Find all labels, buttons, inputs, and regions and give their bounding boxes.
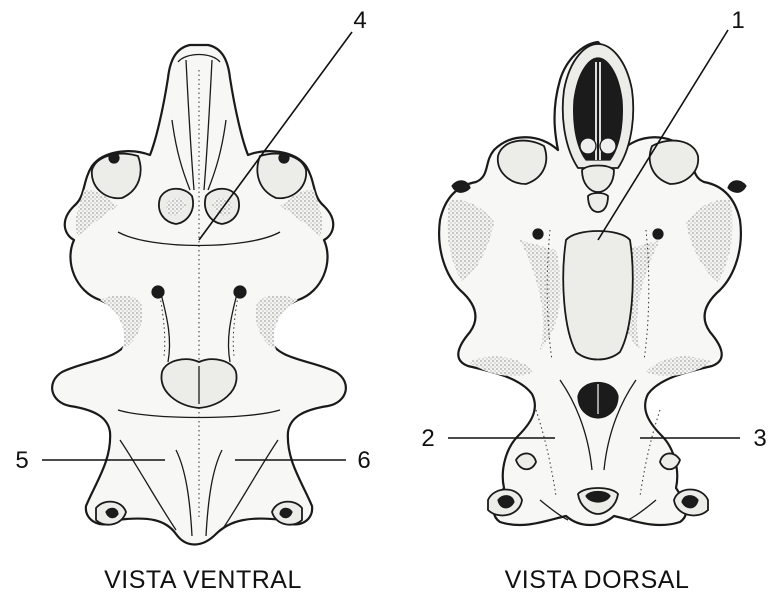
caption-ventral: VISTA VENTRAL bbox=[104, 566, 302, 594]
label-4: 4 bbox=[353, 7, 366, 34]
label-2: 2 bbox=[421, 425, 434, 452]
captions: VISTA VENTRAL VISTA DORSAL bbox=[104, 566, 689, 594]
label-6: 6 bbox=[357, 447, 370, 474]
label-1: 1 bbox=[731, 7, 744, 34]
ventral-view-drawing bbox=[52, 45, 346, 545]
dorsal-view-drawing bbox=[439, 42, 746, 525]
caption-dorsal: VISTA DORSAL bbox=[505, 566, 690, 594]
label-5: 5 bbox=[15, 447, 28, 474]
label-3: 3 bbox=[753, 425, 766, 452]
